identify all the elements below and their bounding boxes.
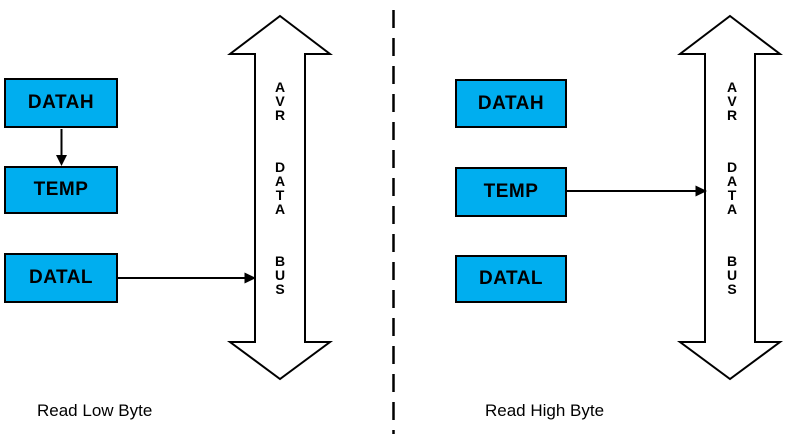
register-datal: DATAL xyxy=(455,255,567,303)
register-temp: TEMP xyxy=(455,167,567,217)
register-datah: DATAH xyxy=(4,78,118,128)
arrow-datal-to-bus xyxy=(118,272,256,284)
panel-caption: Read High Byte xyxy=(485,401,605,420)
panel-caption: Read Low Byte xyxy=(37,401,153,420)
arrow-temp-to-bus xyxy=(567,185,707,197)
register-temp: TEMP xyxy=(4,166,118,214)
register-datal: DATAL xyxy=(4,253,118,303)
arrow-datah-to-temp xyxy=(56,129,67,166)
avr-data-bus-arrow-left xyxy=(226,14,334,381)
avr-data-bus-arrow-right xyxy=(676,14,784,381)
register-datah: DATAH xyxy=(455,79,567,128)
